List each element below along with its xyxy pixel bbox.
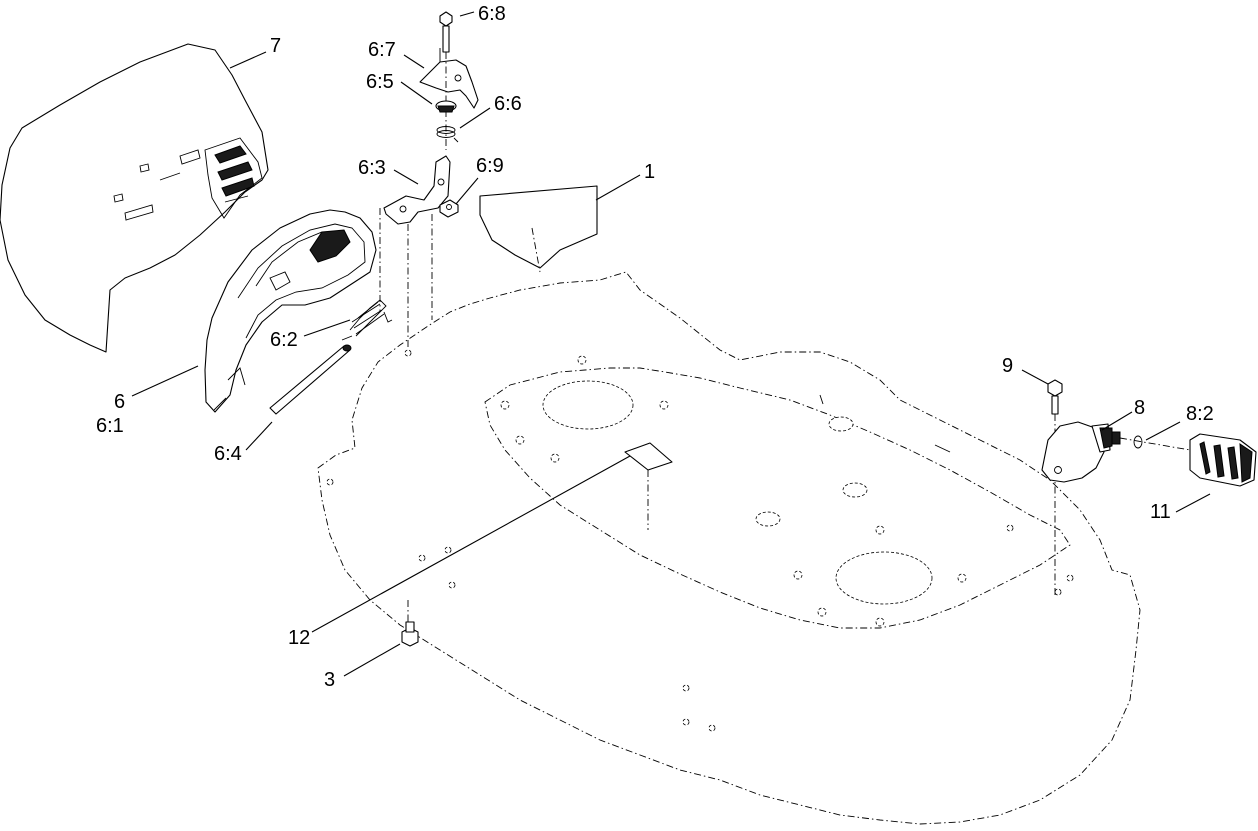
callout-8-2: 8:2 <box>1186 403 1214 425</box>
part-12-label <box>624 442 673 530</box>
part-7-deflector <box>0 43 269 353</box>
part-1-decal <box>479 185 598 273</box>
part-6-8-bolt <box>439 11 453 150</box>
callout-6: 6 <box>114 391 125 413</box>
part-6-discharge-chute <box>204 209 377 413</box>
part-6-2-spring <box>341 299 393 341</box>
callout-7: 7 <box>270 35 281 57</box>
leader-lines <box>131 11 1211 677</box>
callout-3: 3 <box>324 669 335 691</box>
part-6-6-spring <box>436 126 459 143</box>
callout-6-1: 6:1 <box>96 415 124 437</box>
callout-6-2: 6:2 <box>270 329 298 351</box>
callout-12: 12 <box>288 627 310 649</box>
callout-1: 1 <box>644 161 655 183</box>
part-8-2-oring <box>1133 435 1143 449</box>
part-6-4-rod <box>269 344 352 415</box>
mower-deck <box>317 271 1141 825</box>
part-9-bolt <box>1047 379 1063 595</box>
part-6-5-bushing <box>435 100 457 113</box>
callout-6-7: 6:7 <box>368 39 396 61</box>
callout-6-4: 6:4 <box>214 443 242 465</box>
part-6-9-nut <box>439 199 459 218</box>
callout-11: 11 <box>1150 501 1171 523</box>
callout-8: 8 <box>1134 397 1145 419</box>
callout-6-5: 6:5 <box>366 71 394 93</box>
part-11-cap <box>1189 433 1257 487</box>
part-3-bolt <box>401 600 419 647</box>
callout-6-9: 6:9 <box>476 155 504 177</box>
callout-6-3: 6:3 <box>358 157 386 179</box>
callout-6-6: 6:6 <box>494 93 522 115</box>
callout-9: 9 <box>1002 355 1013 377</box>
part-6-3-bracket <box>379 155 451 350</box>
part-8-elbow-fitting <box>1041 421 1191 483</box>
callout-6-8: 6:8 <box>478 3 506 25</box>
part-6-7-latch <box>419 48 479 109</box>
callout-labels: 7 6:8 6:7 6:5 6:6 6:3 6:9 1 6:2 6 6:1 6:… <box>96 3 1214 691</box>
